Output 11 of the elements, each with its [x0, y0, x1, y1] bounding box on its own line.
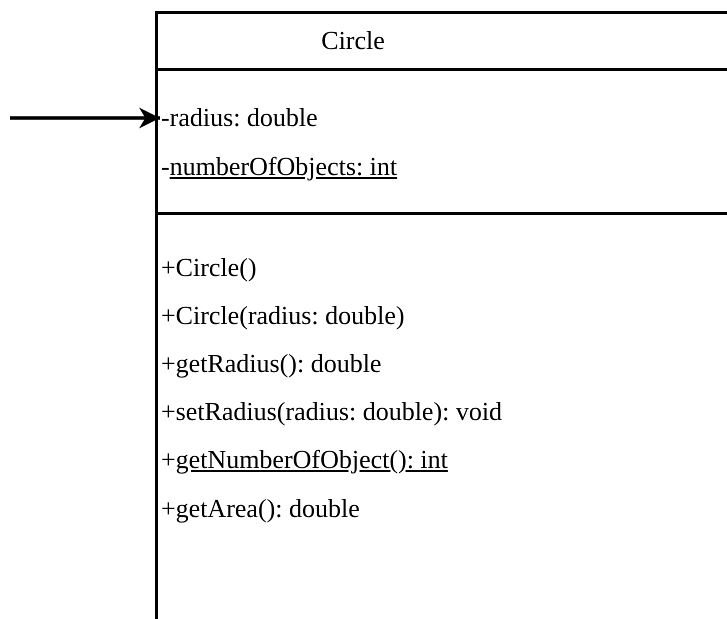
member-text: +setRadius(radius: double): void: [161, 397, 502, 427]
member-text: -radius: double: [161, 103, 318, 133]
arrow: [10, 108, 160, 128]
class-box: [155, 11, 727, 619]
member-text: -numberOfObjects: int: [161, 152, 398, 182]
member-text: +getNumberOfObject(): int: [161, 445, 448, 475]
member-text: +getRadius(): double: [161, 349, 382, 379]
member-text: +getArea(): double: [161, 494, 360, 524]
class-name: Circle: [320, 26, 386, 56]
member-text: +Circle(): [161, 253, 257, 283]
member-text: +Circle(radius: double): [161, 301, 405, 331]
